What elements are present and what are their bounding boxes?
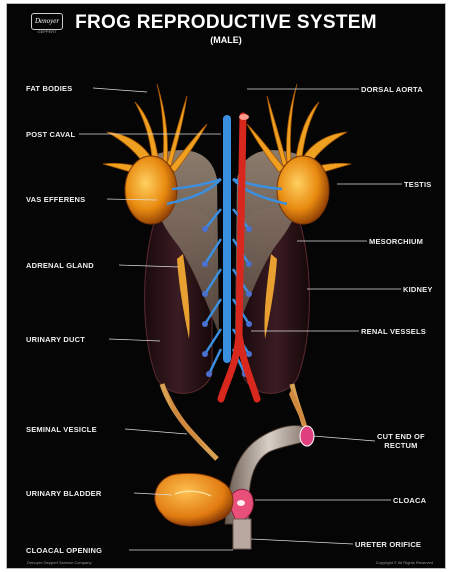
urinary-bladder	[155, 473, 233, 526]
label-testis: TESTIS	[404, 180, 431, 189]
cloacal-canal	[233, 519, 251, 549]
left-urinary-duct	[162, 384, 217, 459]
label-mesorchium: MESORCHIUM	[369, 237, 423, 246]
label-renal-vessels: RENAL VESSELS	[361, 327, 426, 336]
label-seminal-vesicle: SEMINAL VESICLE	[26, 425, 97, 434]
label-kidney: KIDNEY	[403, 285, 433, 294]
label-post-caval: POST CAVAL	[26, 130, 75, 139]
left-testis	[125, 156, 177, 224]
cut-end-of-rectum	[300, 426, 314, 446]
label-cloacal-opening: CLOACAL OPENING	[26, 546, 102, 555]
label-dorsal-aorta: DORSAL AORTA	[361, 85, 423, 94]
page-title: FROG REPRODUCTIVE SYSTEM	[7, 12, 445, 34]
right-testis	[277, 156, 329, 224]
label-adrenal-gland: ADRENAL GLAND	[26, 261, 94, 270]
label-fat-bodies: FAT BODIES	[26, 84, 72, 93]
label-cut-end-of-rectum: CUT END OF RECTUM	[377, 432, 425, 450]
label-vas-efferens: VAS EFFERENS	[26, 195, 85, 204]
footer-publisher: Denoyer-Geppert Science Company	[27, 560, 91, 565]
label-ureter-orifice: URETER ORIFICE	[355, 540, 421, 549]
label-urinary-bladder: URINARY BLADDER	[26, 489, 102, 498]
label-urinary-duct: URINARY DUCT	[26, 335, 85, 344]
page-subtitle: (MALE)	[7, 35, 445, 45]
diagram-poster: Denoyer GEPPERT FROG REPRODUCTIVE SYSTEM…	[6, 3, 446, 569]
footer-copyright: Copyright © All Rights Reserved	[376, 560, 433, 565]
label-cloaca: CLOACA	[393, 496, 426, 505]
